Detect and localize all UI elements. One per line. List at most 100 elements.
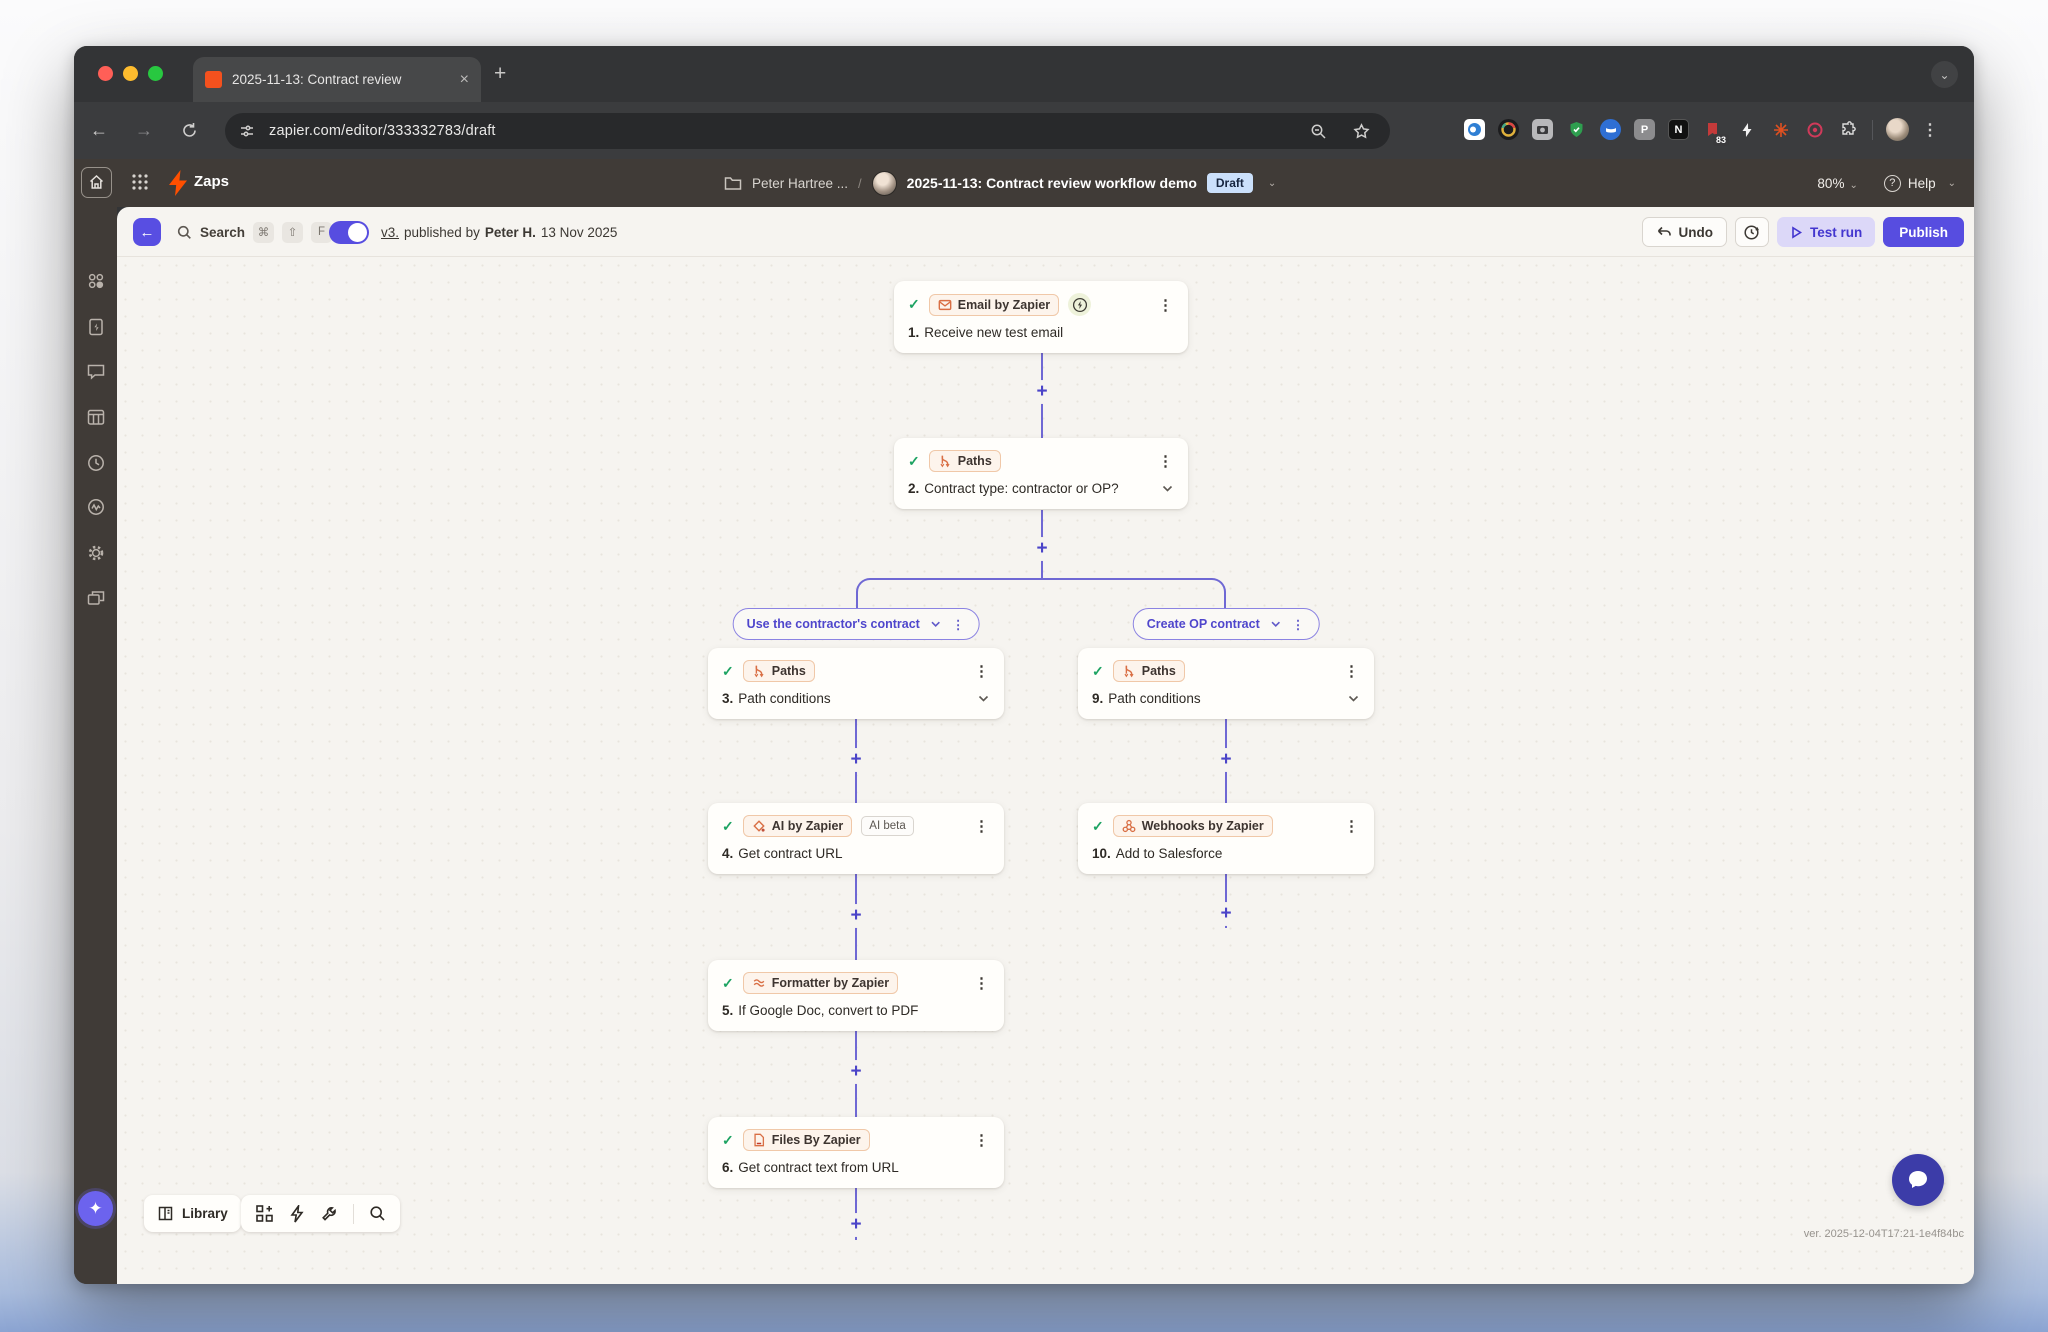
version-link[interactable]: v3. [381, 224, 400, 240]
chevron-down-icon[interactable] [977, 692, 990, 705]
bolt-extension-icon[interactable] [1736, 119, 1757, 140]
zap-title[interactable]: 2025-11-13: Contract review workflow dem… [906, 175, 1197, 191]
app-pill[interactable]: Paths [742, 660, 815, 682]
history-button[interactable] [1734, 217, 1769, 247]
app-pill[interactable]: AI by Zapier [742, 815, 853, 837]
version-toggle[interactable] [329, 221, 369, 244]
zap-step-button[interactable] [289, 1204, 305, 1223]
sidebar-item-history[interactable] [86, 453, 106, 473]
sidebar-item-interfaces[interactable] [86, 317, 106, 337]
minimize-window-button[interactable] [123, 66, 138, 81]
chevron-down-icon[interactable] [930, 618, 942, 630]
kebab-menu-icon[interactable]: ⋮ [974, 663, 990, 680]
forward-icon[interactable]: → [135, 119, 153, 140]
sidebar-item-tables[interactable] [86, 407, 106, 427]
extension-icon[interactable] [1600, 119, 1621, 140]
back-button[interactable]: ← [133, 218, 161, 246]
extension-icon[interactable]: P [1634, 119, 1655, 140]
zoom-window-button[interactable] [148, 66, 163, 81]
notion-extension-icon[interactable]: N [1668, 119, 1689, 140]
browser-menu-icon[interactable]: ⋮ [1922, 121, 1939, 139]
path-label-right[interactable]: Create OP contract ⋮ [1132, 608, 1320, 640]
add-node-button[interactable] [255, 1204, 274, 1223]
chevron-down-icon[interactable] [1161, 482, 1174, 495]
canvas-search-button[interactable] [369, 1205, 386, 1222]
add-step-button[interactable]: + [1030, 537, 1054, 561]
kebab-menu-icon[interactable]: ⋮ [1291, 617, 1306, 632]
zoom-level-dropdown[interactable]: 80%⌄ [1817, 175, 1858, 191]
app-pill[interactable]: Files By Zapier [742, 1129, 870, 1151]
workflow-node-2[interactable]: ✓ Paths ⋮ 2.Contract type: contractor or… [894, 438, 1188, 509]
workflow-node-3[interactable]: ✓ Paths ⋮ 3.Path conditions [708, 648, 1004, 719]
kebab-menu-icon[interactable]: ⋮ [1344, 663, 1360, 680]
app-pill[interactable]: Email by Zapier [928, 293, 1060, 316]
kebab-menu-icon[interactable]: ⋮ [974, 975, 990, 992]
workflow-node-10[interactable]: ✓ Webhooks by Zapier ⋮ 10.Add to Salesfo… [1078, 803, 1374, 874]
sidebar-item-settings[interactable] [86, 543, 106, 563]
chevron-down-icon[interactable]: ⌄ [1267, 177, 1277, 189]
app-switcher-icon[interactable] [130, 172, 150, 192]
back-icon[interactable]: ← [90, 119, 108, 140]
search-control[interactable]: Search ⌘ ⇧ F [177, 207, 333, 257]
new-tab-button[interactable]: + [494, 62, 507, 85]
sidebar-item-zaps[interactable] [86, 271, 106, 291]
add-step-button[interactable]: + [1214, 748, 1238, 772]
workflow-node-4[interactable]: ✓ AI by Zapier AI beta ⋮ 4.Get contract … [708, 803, 1004, 874]
path-label-left[interactable]: Use the contractor's contract ⋮ [732, 608, 980, 640]
home-button[interactable] [81, 167, 112, 198]
workflow-node-6[interactable]: ✓ Files By Zapier ⋮ 6.Get contract text … [708, 1117, 1004, 1188]
add-step-button[interactable]: + [844, 904, 868, 928]
close-window-button[interactable] [98, 66, 113, 81]
undo-button[interactable]: Undo [1642, 217, 1727, 247]
add-step-button[interactable]: + [1030, 380, 1054, 404]
sidebar-item-apps[interactable] [86, 588, 106, 608]
kebab-menu-icon[interactable]: ⋮ [951, 617, 966, 632]
record-extension-icon[interactable] [1804, 119, 1825, 140]
extension-icon[interactable] [1464, 119, 1485, 140]
extensions-puzzle-icon[interactable] [1838, 119, 1859, 140]
workflow-node-5[interactable]: ✓ Formatter by Zapier ⋮ 5.If Google Doc,… [708, 960, 1004, 1031]
workflow-canvas[interactable]: + + + + + + + + ✓ Email by Zapier [117, 257, 1974, 1284]
extension-icon[interactable] [1498, 119, 1519, 140]
browser-profile-avatar[interactable] [1886, 118, 1909, 141]
app-pill[interactable]: Paths [928, 450, 1001, 472]
kebab-menu-icon[interactable]: ⋮ [1158, 296, 1174, 314]
kebab-menu-icon[interactable]: ⋮ [1344, 818, 1360, 835]
sidebar-item-canvas[interactable] [86, 497, 106, 517]
workflow-node-9[interactable]: ✓ Paths ⋮ 9.Path conditions [1078, 648, 1374, 719]
shield-extension-icon[interactable] [1566, 119, 1587, 140]
tab-search-icon[interactable]: ⌄ [1931, 61, 1958, 88]
tools-wrench-button[interactable] [320, 1205, 338, 1223]
address-bar[interactable]: zapier.com/editor/333332783/draft [225, 113, 1390, 149]
starburst-extension-icon[interactable] [1770, 119, 1791, 140]
kebab-menu-icon[interactable]: ⋮ [974, 818, 990, 835]
breadcrumb-owner[interactable]: Peter Hartree ... [752, 175, 849, 191]
kebab-menu-icon[interactable]: ⋮ [974, 1132, 990, 1149]
test-run-button[interactable]: Test run [1776, 217, 1876, 247]
site-settings-icon[interactable] [239, 123, 255, 139]
flag-extension-icon[interactable]: 83 [1702, 119, 1729, 146]
app-pill[interactable]: Webhooks by Zapier [1112, 815, 1273, 837]
kebab-menu-icon[interactable]: ⋮ [1158, 453, 1174, 470]
workflow-node-1[interactable]: ✓ Email by Zapier ⋮ 1.Receive new test e… [894, 281, 1188, 353]
app-pill[interactable]: Formatter by Zapier [742, 972, 899, 994]
add-step-button[interactable]: + [844, 1060, 868, 1084]
chevron-down-icon[interactable] [1270, 618, 1282, 630]
camera-extension-icon[interactable] [1532, 119, 1553, 140]
add-step-button[interactable]: + [1214, 902, 1238, 926]
app-pill[interactable]: Paths [1112, 660, 1185, 682]
zoom-page-icon[interactable] [1310, 123, 1327, 140]
browser-tab[interactable]: 2025-11-13: Contract review × [193, 57, 481, 102]
help-menu[interactable]: ? Help ⌄ [1883, 174, 1956, 192]
zaps-label[interactable]: Zaps [194, 173, 230, 190]
reload-icon[interactable] [177, 118, 201, 142]
bookmark-star-icon[interactable] [1353, 122, 1370, 140]
close-tab-icon[interactable]: × [459, 70, 469, 88]
sidebar-item-chatbots[interactable] [86, 361, 106, 381]
chevron-down-icon[interactable] [1347, 692, 1360, 705]
library-button[interactable]: Library [144, 1195, 241, 1232]
copilot-button[interactable]: ✦ [78, 1191, 113, 1226]
chat-support-button[interactable] [1892, 1154, 1944, 1206]
publish-button[interactable]: Publish [1883, 217, 1964, 247]
add-step-button[interactable]: + [844, 1213, 868, 1237]
